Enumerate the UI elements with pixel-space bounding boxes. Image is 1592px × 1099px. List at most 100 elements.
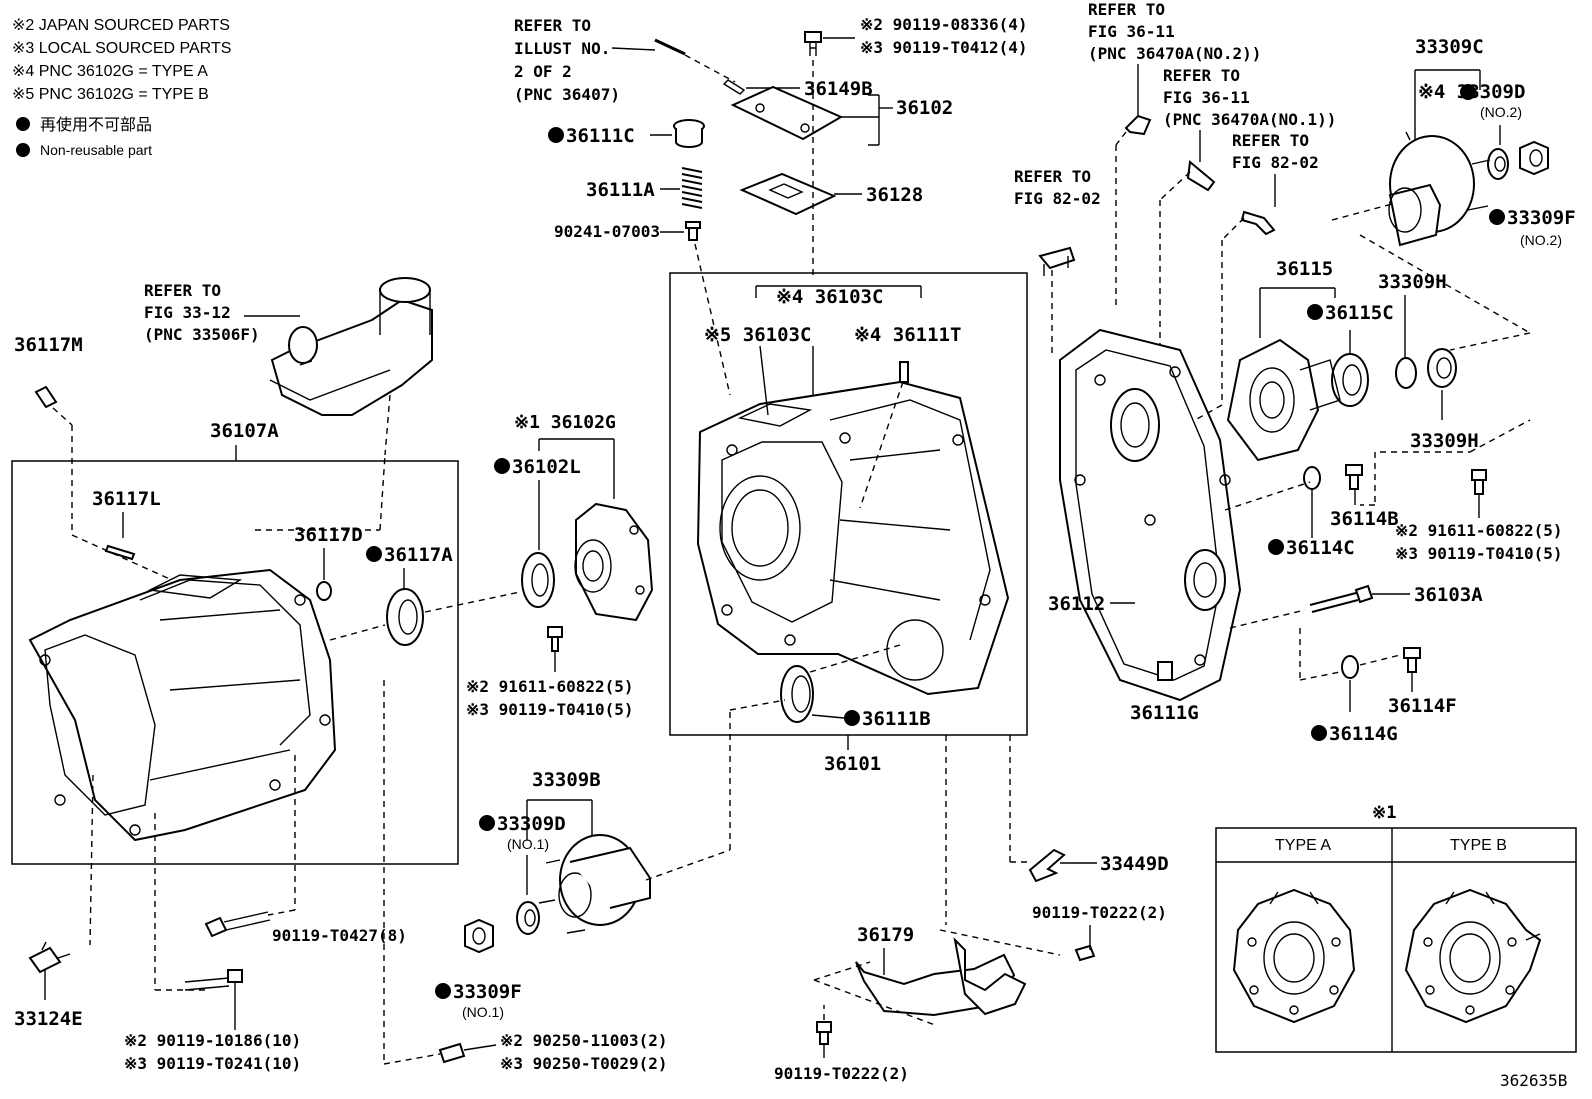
- label-36117L: 36117L: [92, 488, 161, 510]
- reference-fig-36-11-no1: REFER TO FIG 36-11 (PNC 36470A(NO.1)): [1163, 66, 1336, 162]
- label-36103A: 36103A: [1414, 584, 1483, 606]
- washer-36114G: 36114G: [1311, 655, 1398, 745]
- part-90241-07003: 90241-07003: [554, 221, 701, 241]
- svg-text:REFER TO: REFER TO: [144, 281, 221, 300]
- label-36101: 36101: [824, 753, 881, 775]
- label-36128: 36128: [866, 184, 923, 206]
- svg-text:(PNC 36407): (PNC 36407): [514, 85, 620, 104]
- label-33309D-no1: 33309D: [497, 813, 566, 835]
- label-36103C-type-b: ※5 36103C: [704, 324, 811, 346]
- label-36102G: ※1 36102G: [514, 412, 616, 433]
- part-36111A-spring: 36111A: [586, 167, 703, 209]
- label-33309H-bottom: 33309H: [1410, 430, 1479, 452]
- svg-text:2 OF 2: 2 OF 2: [514, 62, 572, 81]
- label-36107A: 36107A: [210, 420, 279, 442]
- flange-33309C: [1388, 131, 1491, 247]
- label-36115C: 36115C: [1325, 302, 1394, 324]
- label-no1-b: (NO.1): [462, 1004, 504, 1020]
- label-33309B: 33309B: [532, 769, 601, 791]
- label-36111T: ※4 36111T: [854, 324, 961, 346]
- washer-36114C: 36114C: [1268, 466, 1355, 559]
- bolt-36114B: 36114B: [1330, 464, 1399, 530]
- seal-36115C: 36115C: [1307, 302, 1394, 407]
- legend: ※2 JAPAN SOURCED PARTS ※3 LOCAL SOURCED …: [12, 17, 231, 158]
- bolt-90119-T0222-right: 90119-T0222(2): [1032, 903, 1167, 962]
- label-36102: 36102: [896, 97, 953, 119]
- pin-36111G: 36111G: [1130, 661, 1199, 724]
- svg-text:FIG 82-02: FIG 82-02: [1232, 153, 1319, 172]
- bearing-33309H: 33309H 33309H: [1378, 271, 1479, 452]
- nut-33309F-no1: 33309F (NO.1): [435, 918, 522, 1020]
- label-36114F: 36114F: [1388, 695, 1457, 717]
- label-36114C: 36114C: [1286, 537, 1355, 559]
- pin-36117L: 36117L: [92, 488, 161, 561]
- clip-fig-82-02-right: [1221, 210, 1276, 405]
- label-90119-T0410-left: ※3 90119-T0410(5): [466, 700, 634, 719]
- label-36114B: 36114B: [1330, 508, 1399, 530]
- seal-36117A: 36117A: [366, 544, 453, 646]
- label-no2-a: (NO.2): [1480, 104, 1522, 120]
- bolt-90119-T0427: 90119-T0427(8): [204, 911, 407, 945]
- bolt-91611-left: ※2 91611-60822(5) ※3 90119-T0410(5): [466, 626, 634, 719]
- label-36179: 36179: [857, 924, 914, 946]
- legend-type-b: ※5 PNC 36102G = TYPE B: [12, 86, 209, 103]
- label-36115: 36115: [1276, 258, 1333, 280]
- svg-text:FIG 36-11: FIG 36-11: [1088, 22, 1175, 41]
- pin-90250: ※2 90250-11003(2) ※3 90250-T0029(2): [438, 1031, 668, 1073]
- svg-text:REFER TO: REFER TO: [1163, 66, 1240, 85]
- label-36117D: 36117D: [294, 524, 363, 546]
- label-91611-right: ※2 91611-60822(5): [1395, 521, 1563, 540]
- label-36112: 36112: [1048, 593, 1105, 615]
- label-33124E: 33124E: [14, 1008, 83, 1030]
- pin-36117M: 36117M: [14, 334, 173, 581]
- figure-code: 362635B: [1500, 1071, 1567, 1090]
- label-33309F-no1: 33309F: [453, 981, 522, 1003]
- bracket-33449D: 33449D: [1028, 848, 1169, 883]
- label-33309F-no2: 33309F: [1507, 207, 1576, 229]
- bolt-90119-08336: ※2 90119-08336(4) ※3 90119-T0412(4): [804, 15, 1028, 57]
- label-90119-08336: ※2 90119-08336(4): [860, 15, 1028, 34]
- label-90250-T0029: ※3 90250-T0029(2): [500, 1054, 668, 1073]
- label-no1-a: (NO.1): [507, 836, 549, 852]
- legend-non-reusable-jp: 再使用不可部品: [40, 116, 152, 134]
- bolt-91611-right: ※2 91611-60822(5) ※3 90119-T0410(5): [1395, 469, 1563, 563]
- label-90241-07003: 90241-07003: [554, 222, 660, 241]
- label-36117M: 36117M: [14, 334, 83, 356]
- flange-33309B: [538, 834, 651, 934]
- legend-local-sourced: ※3 LOCAL SOURCED PARTS: [12, 40, 231, 57]
- seal-36111B: 36111B: [780, 665, 931, 730]
- main-case-36101: [696, 380, 1010, 696]
- label-36117A: 36117A: [384, 544, 453, 566]
- label-90119-T0241: ※3 90119-T0241(10): [124, 1054, 301, 1073]
- reference-fig-82-02-left: REFER TO FIG 82-02: [1014, 167, 1101, 208]
- svg-text:(PNC 36470A(NO.2)): (PNC 36470A(NO.2)): [1088, 44, 1261, 63]
- svg-text:REFER TO: REFER TO: [1232, 131, 1309, 150]
- washer-33309D-no1: 33309D (NO.1): [479, 813, 566, 935]
- adapter-type-b-illustration: [1404, 888, 1542, 1024]
- reference-fig-82-02-right: REFER TO FIG 82-02: [1232, 131, 1319, 207]
- adapter-33506F: [269, 277, 433, 456]
- clip-36470A-no1: [1159, 160, 1216, 375]
- part-36128-gasket: 36128: [739, 172, 923, 216]
- bolt-36103A: 36103A: [1309, 584, 1483, 613]
- reference-illust: REFER TO ILLUST NO. 2 OF 2 (PNC 36407): [514, 16, 736, 104]
- label-36103C-type-a: ※4 36103C: [776, 286, 883, 308]
- rear-case-36112: [1059, 328, 1242, 702]
- bolt-90119-T0222-bottom: 90119-T0222(2): [774, 1021, 909, 1083]
- type-comparison-box: ※1 TYPE A TYPE B: [1215, 803, 1577, 1053]
- svg-text:REFER TO: REFER TO: [514, 16, 591, 35]
- reference-fig-33-12: REFER TO FIG 33-12 (PNC 33506F): [144, 281, 300, 344]
- clip-36470A-no2: [1115, 114, 1152, 305]
- bolt-90119-10186: ※2 90119-10186(10) ※3 90119-T0241(10): [124, 969, 301, 1073]
- label-36149B: 36149B: [804, 78, 873, 100]
- bolt-36114F: 36114F: [1388, 647, 1457, 717]
- adapter-36102G: [574, 502, 654, 622]
- svg-text:REFER TO: REFER TO: [1014, 167, 1091, 186]
- legend-japan-sourced: ※2 JAPAN SOURCED PARTS: [12, 17, 230, 34]
- type-a-header: TYPE A: [1275, 837, 1331, 854]
- type-box-title: ※1: [1372, 803, 1396, 823]
- label-33309H-top: 33309H: [1378, 271, 1447, 293]
- label-33449D: 33449D: [1100, 853, 1169, 875]
- type-b-header: TYPE B: [1450, 837, 1507, 854]
